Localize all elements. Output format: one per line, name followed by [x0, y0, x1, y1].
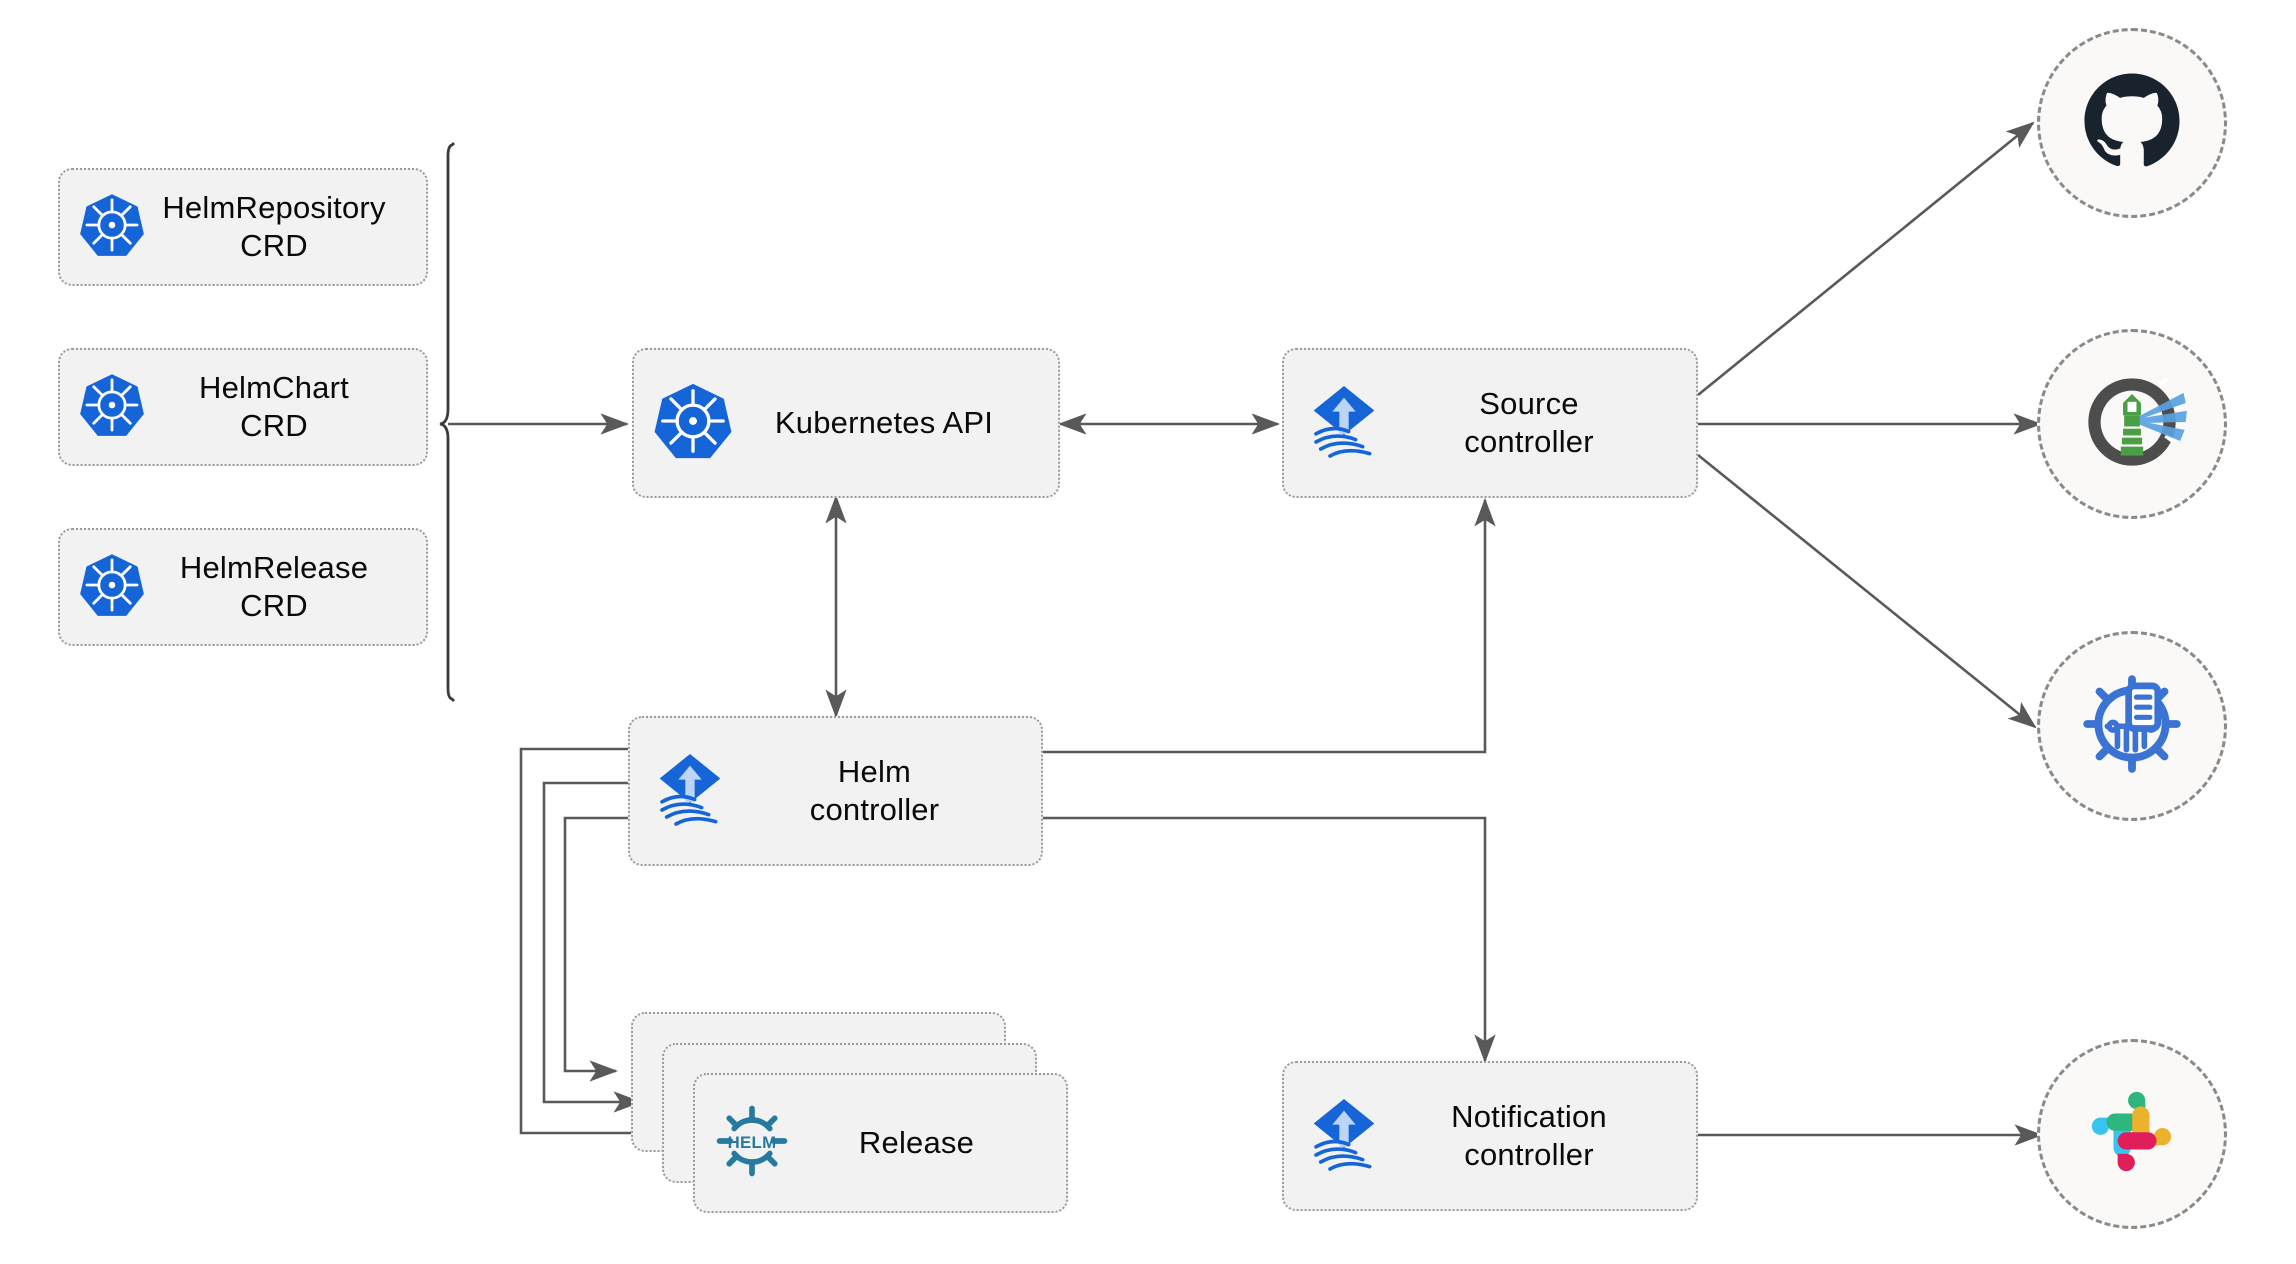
kustomize-bucket-icon — [2076, 668, 2188, 785]
node-label: HelmRelease CRD — [179, 550, 369, 623]
github-icon — [2078, 67, 2186, 180]
node-notification-controller[interactable]: Notification controller — [1282, 1061, 1698, 1211]
endpoint-bucket[interactable] — [2037, 631, 2227, 821]
kubernetes-icon — [78, 551, 146, 624]
node-label: Source controller — [1464, 386, 1594, 459]
helm-lighthouse-icon — [2076, 366, 2188, 483]
edge-helm-controller-to-release-inner — [563, 816, 628, 1082]
svg-text:HELM: HELM — [728, 1133, 777, 1152]
endpoint-slack[interactable] — [2037, 1039, 2227, 1229]
node-label: HelmRepository CRD — [162, 190, 386, 263]
edge-helm-controller-to-source-controller — [1043, 497, 1496, 754]
node-helmchart-crd[interactable]: HelmChart CRD — [58, 348, 428, 466]
edge-helm-controller-to-release-middle — [542, 781, 643, 1113]
edge-crd-bracket — [439, 142, 455, 702]
kubernetes-icon — [78, 191, 146, 264]
node-label: HelmChart CRD — [199, 370, 349, 443]
edge-source-to-bucket — [1697, 453, 2037, 729]
node-label: Release — [858, 1125, 975, 1161]
node-helmrelease-crd[interactable]: HelmRelease CRD — [58, 528, 428, 646]
node-label: Notification controller — [1451, 1099, 1607, 1172]
kubernetes-icon — [652, 380, 734, 467]
edge-helm-controller-to-notification-controller — [1043, 816, 1496, 1064]
node-release[interactable]: HELM Release — [693, 1073, 1068, 1213]
helm-icon: HELM — [713, 1102, 791, 1185]
endpoint-helm-repository[interactable] — [2037, 329, 2227, 519]
node-helm-controller[interactable]: Helm controller — [628, 716, 1043, 866]
flux-icon — [648, 747, 732, 836]
node-label: Kubernetes API — [774, 405, 994, 441]
flux-icon — [1302, 379, 1386, 468]
node-label: Helm controller — [809, 754, 940, 827]
endpoint-github[interactable] — [2037, 28, 2227, 218]
flux-icon — [1302, 1092, 1386, 1181]
node-source-controller[interactable]: Source controller — [1282, 348, 1698, 498]
kubernetes-icon — [78, 371, 146, 444]
slack-icon — [2080, 1080, 2184, 1189]
edge-source-to-github — [1697, 121, 2035, 397]
node-kubernetes-api[interactable]: Kubernetes API — [632, 348, 1060, 498]
node-helmrepository-crd[interactable]: HelmRepository CRD — [58, 168, 428, 286]
